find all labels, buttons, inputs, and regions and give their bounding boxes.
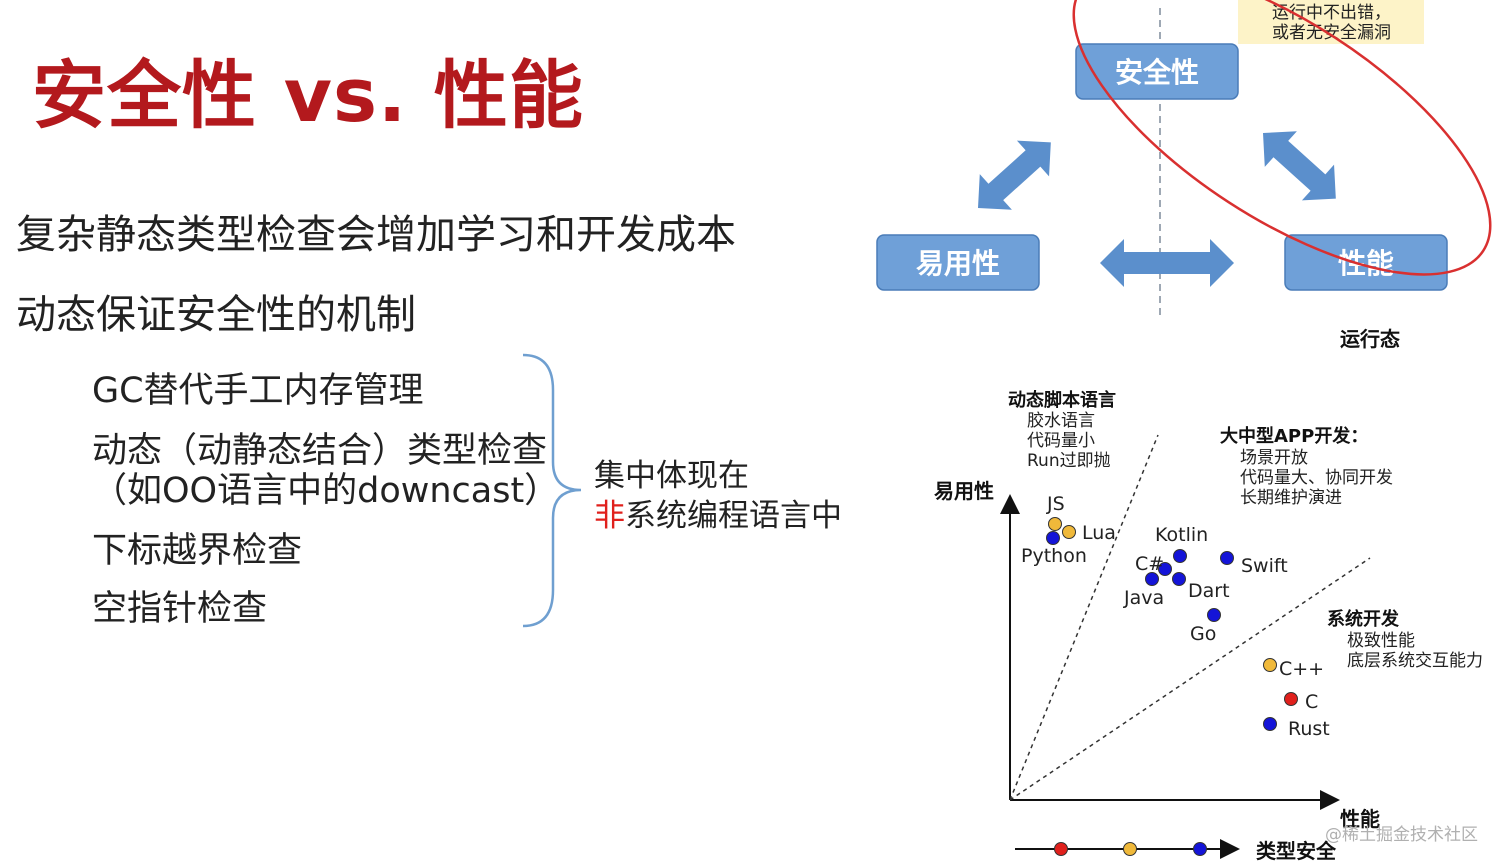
left-right-double-arrow	[1100, 239, 1234, 287]
group-app-item: 代码量大、协同开发	[1240, 468, 1393, 488]
go-point	[1207, 608, 1221, 622]
right-top-double-arrow	[1263, 131, 1336, 201]
brace-note-line1: 集中体现在	[594, 458, 749, 494]
dashed-divider-upper	[1009, 434, 1159, 801]
group-app-item: 长期维护演进	[1240, 488, 1342, 508]
group-app-title: 大中型APP开发：	[1220, 425, 1368, 447]
java-label: Java	[1123, 587, 1164, 609]
dart-point	[1172, 572, 1186, 586]
callout-line2: 或者无安全漏洞	[1272, 23, 1391, 43]
kotlin-point	[1173, 549, 1187, 563]
type-safety-low-dot	[1054, 842, 1068, 856]
runtime-ellipse	[1072, 0, 1492, 276]
point-2: 动态保证安全性的机制	[16, 292, 416, 338]
performance-box	[1284, 234, 1448, 291]
group-system-title: 系统开发	[1327, 608, 1400, 630]
y-axis-label: 易用性	[934, 479, 994, 503]
sub-point-bounds: 下标越界检查	[92, 531, 303, 571]
usability-label: 易用性	[916, 247, 1000, 280]
csharp-point	[1158, 562, 1172, 576]
go-label: Go	[1190, 623, 1216, 645]
language-scatter: 易用性 性能 动态脚本语言 胶水语言 代码量小 Run过即抛 大中型APP开发：…	[934, 389, 1483, 863]
rust-label: Rust	[1288, 718, 1330, 740]
python-point	[1046, 531, 1060, 545]
swift-point	[1220, 551, 1234, 565]
cpp-label: C++	[1279, 658, 1324, 680]
js-label: JS	[1046, 493, 1065, 515]
safety-label: 安全性	[1115, 56, 1199, 89]
swift-label: Swift	[1241, 555, 1288, 577]
sub-point-gc: GC替代手工内存管理	[92, 371, 424, 411]
c-label: C	[1305, 691, 1318, 713]
safety-box	[1075, 43, 1239, 100]
left-top-double-arrow	[978, 140, 1051, 210]
callout-line1: 运行中不出错，	[1272, 3, 1391, 23]
group-system-item: 底层系统交互能力	[1347, 651, 1483, 671]
curly-brace	[522, 353, 582, 628]
x-axis-label: 性能	[1340, 807, 1380, 831]
performance-label: 性能	[1338, 247, 1394, 280]
sub-point-dynamic-type: 动态（动静态结合）类型检查	[92, 431, 548, 471]
runtime-label: 运行态	[1340, 327, 1400, 351]
brace-note-highlight: 非	[594, 498, 625, 534]
csharp-label: C#	[1135, 553, 1164, 575]
kotlin-label: Kotlin	[1155, 524, 1208, 546]
watermark: @稀土掘金技术社区	[1325, 825, 1478, 845]
type-safety-high-dot	[1193, 842, 1207, 856]
python-label: Python	[1021, 545, 1087, 567]
callout-box	[1238, 0, 1424, 44]
sub-point-null: 空指针检查	[92, 589, 268, 629]
c-point	[1284, 692, 1298, 706]
point-1: 复杂静态类型检查会增加学习和开发成本	[16, 212, 736, 258]
page-title: 安全性 vs. 性能	[32, 53, 584, 139]
lua-point	[1062, 525, 1076, 539]
js-point	[1048, 517, 1062, 531]
dashed-divider-lower	[1009, 557, 1371, 801]
rust-point	[1263, 717, 1277, 731]
usability-box	[876, 234, 1040, 291]
group-system-item: 极致性能	[1347, 631, 1415, 651]
sub-point-downcast: （如OO语言中的downcast）	[92, 471, 560, 511]
group-app-item: 场景开放	[1240, 448, 1308, 468]
type-safety-mid-dot	[1123, 842, 1137, 856]
triangle-diagram: 运行中不出错， 或者无安全漏洞 安全性 易用性 性能 运行态	[876, 0, 1492, 351]
brace-note-rest: 系统编程语言中	[625, 498, 842, 534]
cpp-point	[1263, 658, 1277, 672]
brace-note-line2: 非系统编程语言中	[594, 490, 842, 535]
dart-label: Dart	[1188, 580, 1230, 602]
group-dynamic-item: 胶水语言	[1027, 411, 1095, 431]
java-point	[1145, 572, 1159, 586]
type-safety-label: 类型安全	[1256, 839, 1337, 863]
lua-label: Lua	[1082, 522, 1116, 544]
group-dynamic-title: 动态脚本语言	[1008, 389, 1116, 411]
group-dynamic-item: 代码量小	[1027, 431, 1095, 451]
group-dynamic-item: Run过即抛	[1027, 451, 1111, 471]
